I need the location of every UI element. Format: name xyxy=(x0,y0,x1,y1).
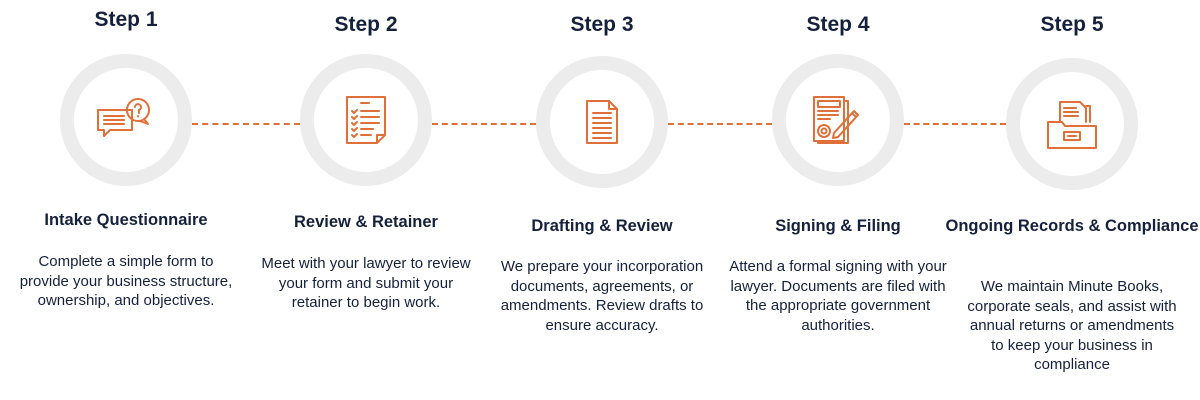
step-label: Step 3 xyxy=(570,13,634,36)
step-heading: Signing & Filing xyxy=(775,217,901,235)
step-heading: Drafting & Review xyxy=(531,217,673,235)
step-label: Step 5 xyxy=(1040,13,1104,36)
connector-line xyxy=(668,123,772,125)
step-description: Attend a formal signing with your lawyer… xyxy=(729,258,947,334)
connector-line xyxy=(904,123,1006,125)
step-heading: Review & Retainer xyxy=(294,213,438,231)
step-icon-ring xyxy=(60,54,192,186)
step-label: Step 1 xyxy=(94,8,158,31)
connector-line xyxy=(432,123,536,125)
checklist-document-icon xyxy=(346,96,386,144)
step-label: Step 2 xyxy=(334,13,398,36)
step-description: We prepare your incorporation documents,… xyxy=(500,258,704,334)
step-description: We maintain Minute Books, corporate seal… xyxy=(967,278,1177,373)
chat-question-icon xyxy=(97,98,150,137)
step-heading: Ongoing Records & Compliance xyxy=(945,217,1199,235)
connector-line xyxy=(192,123,300,125)
step-label: Step 4 xyxy=(806,13,870,36)
contract-signing-icon xyxy=(813,96,859,144)
document-icon xyxy=(586,100,618,144)
step-icon-ring xyxy=(300,54,432,186)
step-description: Complete a simple form to provide your b… xyxy=(19,253,233,309)
step-description: Meet with your lawyer to review your for… xyxy=(261,255,471,311)
step-icon-ring xyxy=(1006,58,1138,190)
step-heading: Intake Questionnaire xyxy=(44,211,208,229)
step-icon-ring xyxy=(772,54,904,186)
file-folder-icon xyxy=(1047,101,1097,149)
step-icon-ring xyxy=(536,56,668,188)
